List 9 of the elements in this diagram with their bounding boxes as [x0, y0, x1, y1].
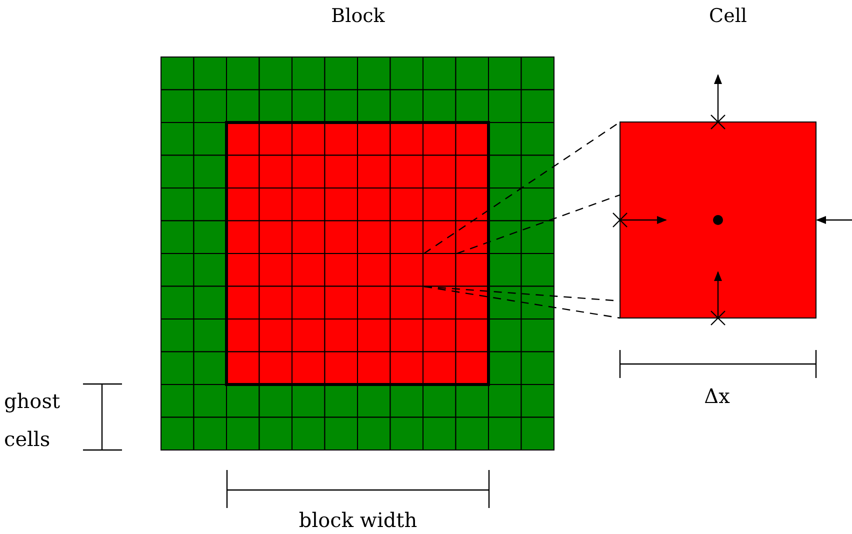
dashed-line — [424, 286, 620, 319]
dashed-line — [456, 194, 620, 254]
heading: Cell — [708, 4, 748, 29]
dimension-label: ghost cells — [4, 388, 62, 453]
dimension-label: block width — [298, 507, 418, 534]
dimension-label: Δx — [703, 383, 731, 410]
heading: Block — [330, 5, 386, 27]
cell-square — [620, 122, 816, 318]
dashed-line — [424, 286, 620, 302]
